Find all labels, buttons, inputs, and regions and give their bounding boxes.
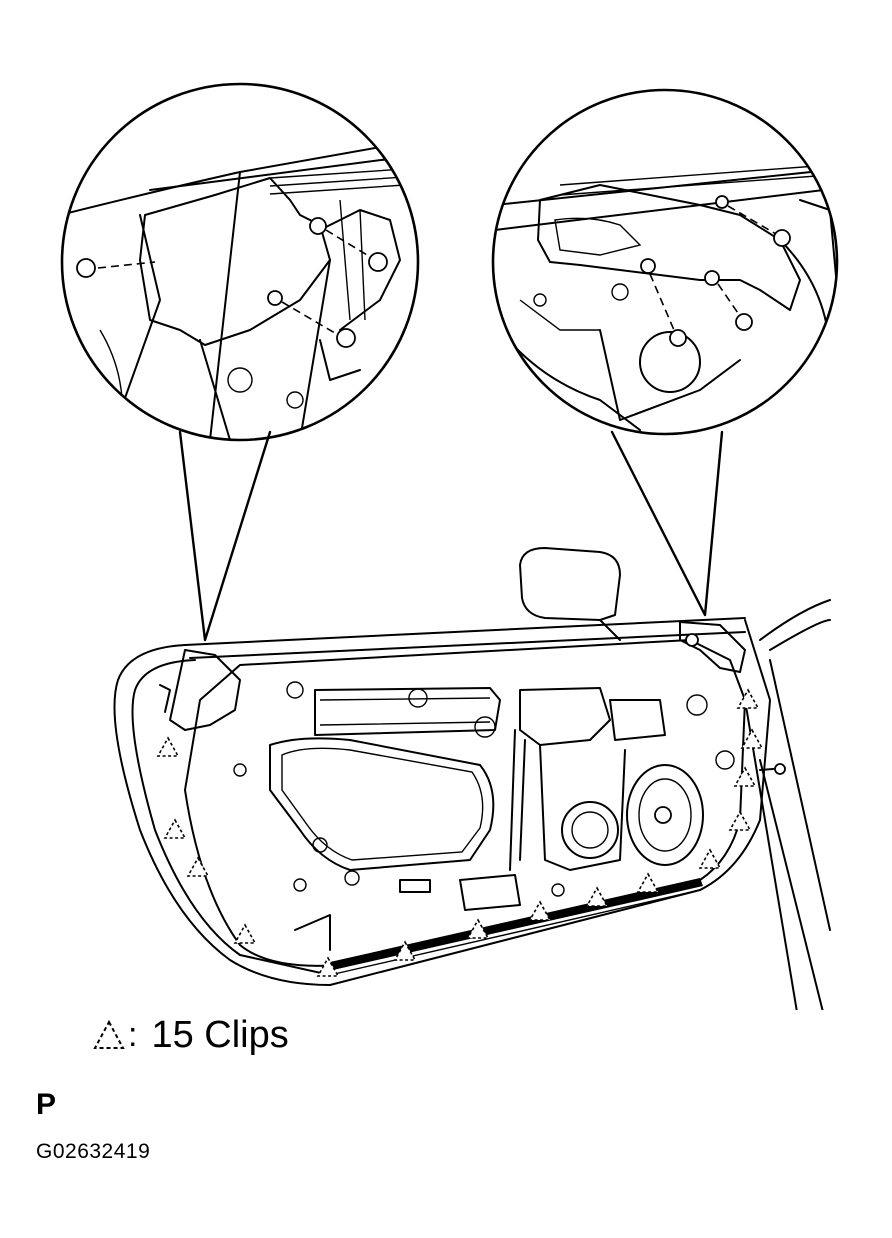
clip-marker-icon [163, 818, 187, 839]
bolt-icon [368, 252, 388, 272]
bolt-icon [309, 217, 327, 235]
clip-marker-icon [186, 856, 210, 877]
bolt-icon [76, 258, 96, 278]
bolt-icon [640, 258, 656, 274]
clip-marker-icon [393, 940, 417, 961]
view-mark: P [36, 1088, 57, 1121]
dashed-triangle-clip-icon [93, 1019, 125, 1049]
legend-colon: : [128, 1015, 138, 1054]
bolt-icon [715, 195, 729, 209]
clip-markers [156, 688, 764, 977]
bolt-icon [336, 328, 356, 348]
figure-code: G02632419 [36, 1140, 151, 1163]
bolt-icon [267, 290, 283, 306]
speaker-opening [626, 764, 704, 866]
speaker-opening [561, 801, 619, 859]
bolt-icon [704, 270, 720, 286]
left-detail-view [60, 82, 420, 642]
legend-label: 15 Clips [151, 1013, 289, 1056]
clip-marker-icon [466, 918, 490, 939]
clip-marker-icon [528, 900, 552, 921]
clip-marker-icon [636, 872, 660, 893]
door-inner-panel [113, 547, 831, 1010]
clip-marker-icon [736, 688, 760, 709]
weatherstrip [330, 878, 703, 970]
bolt-icon [735, 313, 753, 331]
door-trim-removal-diagram [60, 82, 839, 1010]
bolt-icon [773, 229, 791, 247]
clip-marker-icon [233, 923, 257, 944]
clip-marker-icon [156, 736, 180, 757]
side-mirror [519, 547, 621, 621]
bolt-icon [669, 329, 687, 347]
legend: : 15 Clips [92, 1010, 289, 1060]
clip-marker-icon [316, 956, 340, 977]
clip-marker-icon [585, 886, 609, 907]
right-detail-view [491, 88, 839, 617]
clip-marker-icon [733, 766, 757, 787]
clip-marker-icon [728, 810, 752, 831]
clip-marker-icon [698, 848, 722, 869]
clip-marker-icon [740, 728, 764, 749]
